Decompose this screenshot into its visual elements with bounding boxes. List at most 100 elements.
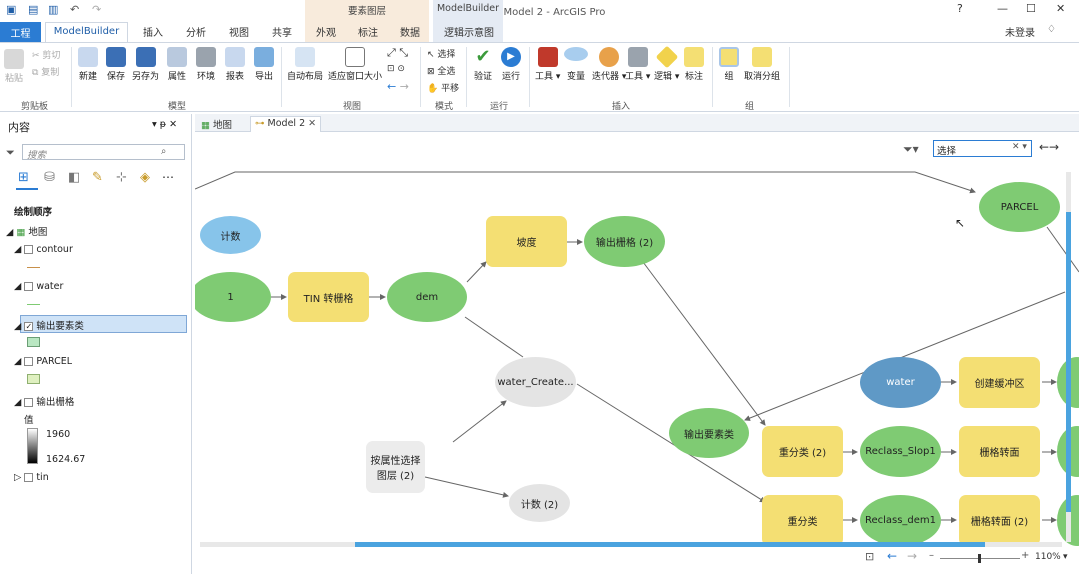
tool-slope[interactable]: 坡度	[486, 216, 567, 267]
tool-select-by-attribute-2[interactable]: 按属性选择图层 (2)	[366, 441, 425, 493]
data-reclass-slop1[interactable]: Reclass_Slop1	[860, 426, 941, 477]
tool-reclassify-2[interactable]: 重分类 (2)	[762, 426, 843, 477]
vertical-scroll-thumb[interactable]	[1066, 212, 1071, 512]
layer-selected-highlight[interactable]	[20, 315, 187, 333]
pane-options-icon[interactable]: ▾ ᵽ ✕	[152, 119, 178, 130]
tab-appearance[interactable]: 外观	[316, 28, 336, 39]
zoom-out-icon[interactable]: –	[929, 550, 934, 561]
filter-icon[interactable]: ⏷▾	[903, 142, 919, 156]
tool-buffer[interactable]: 创建缓冲区	[959, 357, 1040, 408]
copy-button[interactable]: ⧉ 复制	[32, 68, 60, 78]
tab-analysis[interactable]: 分析	[186, 28, 206, 39]
editing-icon[interactable]: ✎	[92, 170, 103, 185]
new-model-button[interactable]: 新建	[78, 47, 98, 82]
layer-output-features[interactable]: ◢ ✓输出要素类	[14, 321, 84, 332]
select-all-button[interactable]: ⊠ 全选	[427, 67, 456, 77]
zoom-tools-icon[interactable]: ⤢ ⤡	[387, 46, 409, 59]
horizontal-scroll-thumb[interactable]	[355, 542, 985, 547]
canvas-search-input[interactable]: 选择 ✕ ▾	[933, 140, 1032, 157]
checkbox[interactable]	[24, 282, 34, 291]
insert-logic-button[interactable]: 逻辑 ▾	[654, 45, 679, 82]
selection-icon[interactable]: ◧	[68, 170, 81, 185]
user-login[interactable]: 未登录	[1005, 28, 1035, 39]
data-source-icon[interactable]: ⛁	[44, 170, 55, 185]
tab-view[interactable]: 视图	[229, 28, 249, 39]
more-icon[interactable]: ⋯	[162, 170, 174, 184]
save-as-button[interactable]: 另存为	[132, 47, 159, 82]
insert-variable-button[interactable]: 变量	[564, 47, 588, 82]
redo-icon[interactable]: ↷	[92, 3, 102, 16]
export-button[interactable]: 导出	[254, 47, 274, 82]
data-dem[interactable]: dem	[387, 272, 467, 322]
checkbox[interactable]	[24, 398, 34, 407]
layer-tin[interactable]: ▷ tin	[14, 472, 49, 483]
close-icon[interactable]: ✕	[1056, 2, 1066, 15]
variable-count-2[interactable]: 计数 (2)	[509, 484, 570, 522]
ungroup-button[interactable]: 取消分组	[744, 47, 780, 82]
cut-button[interactable]: ✂ 剪切	[32, 51, 61, 61]
zoom-in-icon[interactable]: +	[1021, 550, 1030, 561]
select-mode-button[interactable]: ↖ 选择	[427, 50, 456, 60]
drawing-order-icon[interactable]: ⊞	[18, 170, 29, 185]
zoom-slider[interactable]	[940, 554, 1020, 563]
insert-utilities-button[interactable]: 工具 ▾	[625, 47, 650, 82]
checkbox[interactable]	[24, 245, 34, 254]
data-water[interactable]: water	[860, 357, 941, 408]
tab-modelbuilder[interactable]: ModelBuilder	[45, 22, 128, 42]
zoom-dropdown-icon[interactable]: ▾	[1063, 552, 1068, 562]
zoom-back-icon[interactable]: ←	[887, 549, 898, 563]
value-1[interactable]: 1	[195, 272, 271, 322]
horizontal-scrollbar[interactable]	[200, 542, 1062, 547]
clear-icon[interactable]: ✕ ▾	[1012, 142, 1027, 152]
auto-layout-button[interactable]: 自动布局	[287, 47, 323, 82]
open-folder-icon[interactable]: ▤	[28, 3, 39, 16]
paste-button[interactable]: 粘贴	[4, 49, 24, 84]
properties-button[interactable]: 属性	[167, 47, 187, 82]
tab-insert[interactable]: 插入	[143, 28, 163, 39]
layer-water[interactable]: ◢ water	[14, 281, 64, 292]
tab-labeling[interactable]: 标注	[358, 28, 378, 39]
map-node[interactable]: ◢ ▦ 地图	[6, 227, 48, 238]
tab-model2-document[interactable]: ⊶ Model 2 ✕	[250, 116, 322, 132]
save-icon[interactable]: ▥	[48, 3, 59, 16]
tool-reclassify[interactable]: 重分类	[762, 495, 843, 546]
insert-label-button[interactable]: 标注	[684, 47, 704, 82]
data-reclass-dem1[interactable]: Reclass_dem1	[860, 495, 941, 546]
tab-project[interactable]: 工程	[0, 22, 41, 42]
pan-mode-button[interactable]: ✋ 平移	[427, 84, 460, 94]
layer-contour[interactable]: ◢ contour	[14, 244, 73, 255]
new-project-icon[interactable]: ▣	[6, 3, 17, 16]
undo-icon[interactable]: ↶	[70, 3, 80, 16]
tab-diagram[interactable]: 逻辑示意图	[444, 28, 494, 39]
data-water-create[interactable]: water_Create...	[495, 357, 576, 407]
tool-raster-to-polygon[interactable]: 栅格转面	[959, 426, 1040, 477]
prev-next-icon[interactable]: ←→	[1039, 140, 1060, 154]
report-button[interactable]: 报表	[225, 47, 245, 82]
save-model-button[interactable]: 保存	[106, 47, 126, 82]
tool-raster-to-polygon-2[interactable]: 栅格转面 (2)	[959, 495, 1040, 546]
bell-icon[interactable]: ♢	[1047, 24, 1056, 35]
contents-search-input[interactable]: 搜索 ⌕	[22, 144, 185, 161]
zoom-slider-thumb[interactable]	[978, 554, 981, 563]
checkbox[interactable]	[24, 473, 34, 482]
layer-output-raster[interactable]: ◢ 输出栅格	[14, 397, 75, 408]
validate-button[interactable]: ✔验证	[473, 46, 492, 83]
nav-back-forward-icon[interactable]: ← →	[387, 80, 409, 93]
zoom-lock-icon[interactable]: ⊡ ⊙	[387, 64, 405, 74]
help-button[interactable]: ?	[957, 2, 963, 15]
checkbox[interactable]	[24, 357, 34, 366]
model-canvas[interactable]: 计数 1 TIN 转栅格 dem 坡度 输出栅格 (2) PARCEL wate…	[195, 132, 1079, 574]
tool-tin-to-raster[interactable]: TIN 转栅格	[288, 272, 369, 322]
zoom-level[interactable]: 110%	[1035, 552, 1061, 562]
close-tab-icon[interactable]: ✕	[308, 118, 317, 129]
data-output-raster-2[interactable]: 输出栅格 (2)	[584, 216, 665, 267]
layer-parcel[interactable]: ◢ PARCEL	[14, 356, 73, 367]
minimize-icon[interactable]: —	[997, 2, 1008, 15]
vertical-scrollbar[interactable]	[1066, 172, 1071, 542]
insert-tools-button[interactable]: 工具 ▾	[535, 47, 560, 82]
data-parcel[interactable]: PARCEL	[979, 182, 1060, 232]
labeling-icon[interactable]: ◈	[140, 170, 150, 185]
tab-map-document[interactable]: ▦ 地图	[201, 120, 233, 131]
data-output-features[interactable]: 输出要素类	[669, 408, 749, 458]
run-button[interactable]: ▶运行	[501, 47, 521, 82]
